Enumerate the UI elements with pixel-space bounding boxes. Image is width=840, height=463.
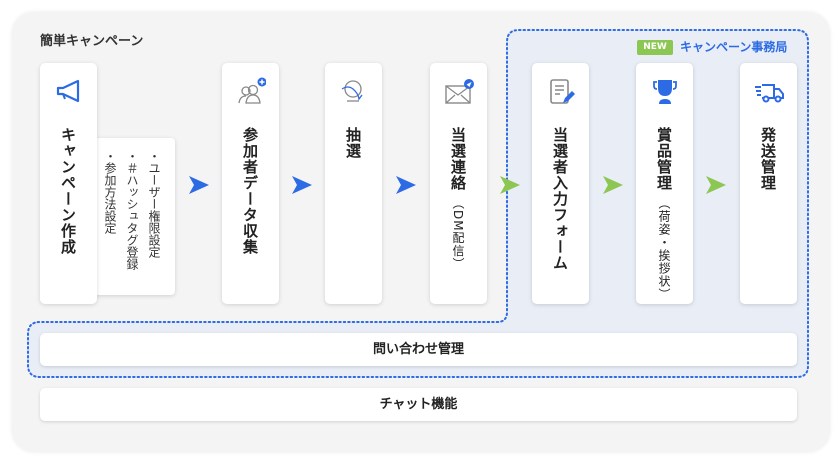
step-label: 抽選 — [344, 127, 362, 159]
new-badge: NEW — [637, 40, 673, 55]
option-item: ・＃ハッシュタグ登録 — [125, 150, 139, 270]
step-winner-form: 当選者入力フォーム — [532, 63, 589, 304]
chat-feature-bar: チャット機能 — [40, 388, 797, 421]
arrow-right-icon — [603, 176, 623, 194]
megaphone-icon — [56, 79, 79, 103]
option-item: ・ユーザー権限設定 — [147, 150, 161, 258]
step-label: キャンペーン作成 — [59, 127, 77, 255]
mail-send-icon — [444, 79, 474, 104]
truck-icon — [754, 84, 784, 103]
section-title: 簡単キャンペーン — [40, 34, 144, 49]
form-edit-icon — [549, 79, 575, 104]
arrow-right-icon — [500, 176, 520, 194]
arrow-right-icon — [189, 176, 209, 194]
step-label: 当選連絡（DM配信） — [449, 127, 467, 271]
step-campaign-creation: キャンペーン作成 — [40, 63, 97, 304]
arrow-right-icon — [396, 176, 416, 194]
step-label: 発送管理 — [759, 127, 777, 191]
step-label: 当選者入力フォーム — [551, 127, 569, 271]
option-item: ・参加方法設定 — [103, 150, 117, 234]
inquiry-management-bar: 問い合わせ管理 — [40, 333, 797, 366]
step-label: 参加者データ収集 — [241, 127, 259, 255]
arrow-right-icon — [706, 176, 726, 194]
step-prize-management: 賞品管理（荷姿・挨拶状） — [636, 63, 693, 304]
trophy-icon — [652, 80, 677, 104]
lottery-icon — [341, 80, 363, 102]
office-label: キャンペーン事務局 — [680, 40, 788, 54]
users-add-icon — [237, 77, 266, 104]
step-lottery: 抽選 — [325, 63, 382, 304]
step-shipping: 発送管理 — [740, 63, 797, 304]
step-winner-notice: 当選連絡（DM配信） — [430, 63, 487, 304]
arrow-right-icon — [292, 176, 312, 194]
step-data-collection: 参加者データ収集 — [222, 63, 279, 304]
step-label: 賞品管理（荷姿・挨拶状） — [655, 127, 673, 301]
creation-options-card: ・ユーザー権限設定 ・＃ハッシュタグ登録 ・参加方法設定 — [93, 138, 175, 295]
